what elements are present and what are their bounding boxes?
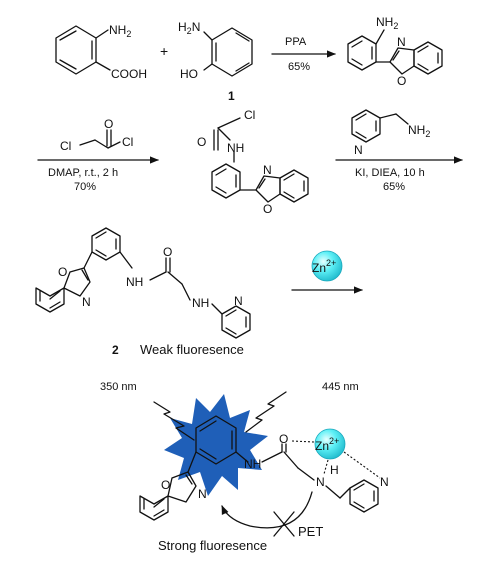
step3-yield: 65% — [383, 181, 405, 193]
complex-zinc-charge: 2+ — [329, 436, 339, 446]
complex-n-pyridine-label: N — [380, 475, 389, 489]
amine-nh2-subscript: 2 — [425, 129, 430, 139]
cl-left-label: Cl — [60, 139, 71, 153]
intermediate-nh-label: NH — [227, 141, 244, 155]
chloroacetamide-intermediate-structure: Cl O NH N O — [197, 108, 309, 216]
probe-n-ring-label: N — [82, 295, 91, 309]
step3-conditions: KI, DIEA, 10 h — [355, 167, 425, 179]
svg-text:NH2: NH2 — [376, 15, 398, 31]
nh2-subscript: 2 — [126, 29, 131, 39]
excitation-lightning-icon — [153, 401, 195, 441]
aminophenyl-benzoxazole-structure: NH2 N O — [347, 15, 443, 88]
aminophenol-structure: H2N HO 1 — [178, 20, 253, 103]
svg-text:NH2: NH2 — [408, 123, 430, 139]
compound-1-number: 1 — [228, 89, 235, 103]
complex-n-oxazole-label: N — [198, 487, 207, 501]
product1-n-label: N — [397, 35, 406, 49]
chloroacetyl-chloride-structure: Cl O Cl — [60, 117, 133, 153]
amine-nh2-label: NH — [408, 123, 425, 137]
probe-nh-label: NH — [126, 275, 143, 289]
zinc-ion-sphere: Zn2+ — [311, 250, 343, 282]
anthranilic-acid-structure: NH2 COOH — [55, 23, 147, 81]
complex-o-oxazole-label: O — [161, 478, 170, 492]
intermediate-n-label: N — [263, 163, 272, 177]
nh2-label: NH — [109, 23, 126, 37]
plus-sign: + — [160, 43, 168, 59]
intermediate-o-ring-label: O — [263, 202, 272, 216]
h2n-n-label: N — [192, 20, 201, 34]
complex-o-carbonyl-label: O — [279, 432, 288, 446]
intermediate-cl-label: Cl — [244, 108, 255, 122]
pet-blocked-arrow — [221, 491, 313, 537]
emission-wavelength: 445 nm — [322, 381, 359, 393]
probe-2-structure: O N NH O NH N — [35, 227, 251, 339]
cl-right-label: Cl — [122, 135, 133, 149]
product1-nh2-subscript: 2 — [393, 21, 398, 31]
svg-text:Zn2+: Zn2+ — [315, 436, 339, 453]
svg-text:NH2: NH2 — [109, 23, 131, 39]
h2n-h-label: H — [178, 20, 187, 34]
cooh-label: COOH — [111, 67, 147, 81]
fluorescence-burst — [164, 394, 268, 496]
h2n-subscript: 2 — [187, 26, 192, 36]
emission-lightning-icon — [245, 391, 287, 433]
zinc-complex-structure: O N NH O N H N — [139, 415, 389, 521]
complex-zinc-symbol: Zn — [315, 439, 329, 453]
picolylamine-structure: N NH2 — [351, 109, 430, 157]
probe-o-carbonyl-label: O — [163, 245, 172, 259]
zinc-charge: 2+ — [326, 258, 336, 268]
pyridine-n-label: N — [354, 143, 363, 157]
probe-n-pyridine-label: N — [234, 294, 243, 308]
step2-yield: 70% — [74, 181, 96, 193]
compound-2-number: 2 — [112, 343, 119, 357]
ppa-reagent: PPA — [285, 36, 307, 48]
zinc-symbol: Zn — [312, 261, 326, 275]
strong-fluorescence-caption: Strong fluoresence — [158, 538, 267, 553]
step1-yield: 65% — [288, 61, 310, 73]
complex-n-amine-h-label: H — [330, 463, 339, 477]
product1-nh2-label: NH — [376, 15, 393, 29]
complex-nh-label: NH — [244, 457, 261, 471]
svg-text:H2N: H2N — [178, 20, 200, 36]
complex-zinc-ion: Zn2+ — [291, 428, 381, 479]
step2-conditions: DMAP, r.t., 2 h — [48, 167, 118, 179]
probe-o-ring-label: O — [58, 265, 67, 279]
intermediate-o-label: O — [197, 135, 206, 149]
ho-label: HO — [180, 67, 198, 81]
excitation-wavelength: 350 nm — [100, 381, 137, 393]
pet-label: PET — [298, 524, 323, 539]
complex-n-amine-label: N — [316, 475, 325, 489]
acyl-o-label: O — [104, 117, 113, 131]
probe-nh-amine-label: NH — [192, 296, 209, 310]
weak-fluorescence-caption: Weak fluoresence — [140, 342, 244, 357]
product1-o-label: O — [397, 74, 406, 88]
svg-text:Zn2+: Zn2+ — [312, 258, 336, 275]
